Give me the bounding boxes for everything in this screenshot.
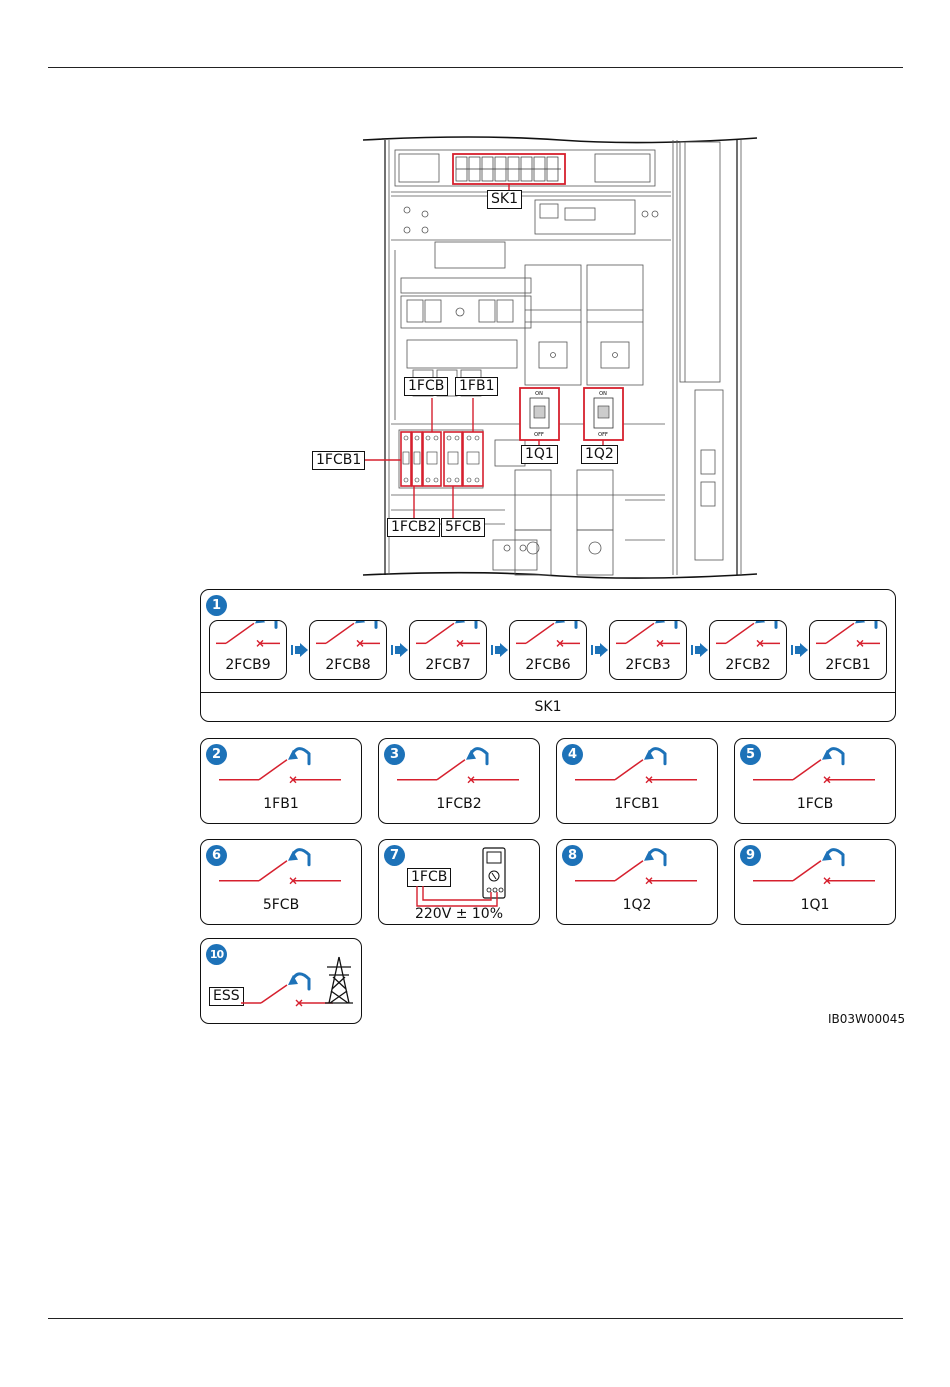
switch-card-2fcb9: 2FCB9 [209, 620, 287, 680]
power-tower-icon [201, 939, 361, 1028]
header-rule [48, 67, 903, 68]
next-step-arrow-icon [491, 642, 509, 663]
open-switch-icon [410, 621, 486, 657]
switch-card-2fcb3: 2FCB3 [609, 620, 687, 680]
figure-code: IB03W00045 [828, 1012, 905, 1026]
footer-rule [48, 1318, 903, 1319]
switch-label: 5FCB [201, 897, 361, 913]
cabinet-illustration: ON OFF ON OFF [355, 130, 765, 585]
open-switch-icon [210, 621, 286, 657]
open-switch-icon [710, 621, 786, 657]
switch-card-2fcb6: 2FCB6 [509, 620, 587, 680]
switch-label: 1Q1 [735, 897, 895, 913]
open-switch-icon [310, 621, 386, 657]
label-1fcb2: 1FCB2 [387, 518, 440, 537]
switch-card-2fcb7: 2FCB7 [409, 620, 487, 680]
open-switch-icon [610, 621, 686, 657]
switch-card-2fcb2: 2FCB2 [709, 620, 787, 680]
switch-label: 2FCB6 [510, 657, 586, 673]
svg-text:ON: ON [599, 391, 607, 397]
switch-label: 1FB1 [201, 796, 361, 812]
step-1-panel: 1 2FCB9 2FCB8 2FCB7 2FCB6 2FCB3 2FCB2 2FCB1 SK… [200, 589, 896, 722]
switch-label: 2FCB7 [410, 657, 486, 673]
next-step-arrow-icon [791, 642, 809, 663]
step-1-divider [201, 692, 895, 693]
label-5fcb: 5FCB [441, 518, 485, 537]
step-1-group-label: SK1 [201, 699, 895, 715]
next-step-arrow-icon [691, 642, 709, 663]
switch-label: 1FCB [735, 796, 895, 812]
label-1fcb: 1FCB [404, 377, 448, 396]
switch-label: 1FCB1 [557, 796, 717, 812]
switch-card-2fcb1: 2FCB1 [809, 620, 887, 680]
open-switch-icon [810, 621, 886, 657]
next-step-arrow-icon [591, 642, 609, 663]
label-1q2: 1Q2 [581, 445, 618, 464]
next-step-arrow-icon [291, 642, 309, 663]
switch-label: 1Q2 [557, 897, 717, 913]
svg-text:ON: ON [535, 391, 543, 397]
switch-label: 2FCB2 [710, 657, 786, 673]
svg-text:OFF: OFF [534, 432, 544, 438]
switch-label: 1FCB2 [379, 796, 539, 812]
switch-label: 2FCB9 [210, 657, 286, 673]
switch-label: 2FCB8 [310, 657, 386, 673]
next-step-arrow-icon [391, 642, 409, 663]
svg-text:OFF: OFF [598, 432, 608, 438]
label-1fb1: 1FB1 [455, 377, 498, 396]
label-1q1: 1Q1 [521, 445, 558, 464]
voltage-label: 220V ± 10% [379, 906, 539, 922]
open-switch-icon [510, 621, 586, 657]
switch-label: 2FCB1 [810, 657, 886, 673]
step-number-badge: 1 [206, 595, 227, 616]
label-1fcb1: 1FCB1 [312, 451, 365, 470]
label-sk1: SK1 [487, 190, 522, 209]
switch-label: 2FCB3 [610, 657, 686, 673]
switch-card-2fcb8: 2FCB8 [309, 620, 387, 680]
